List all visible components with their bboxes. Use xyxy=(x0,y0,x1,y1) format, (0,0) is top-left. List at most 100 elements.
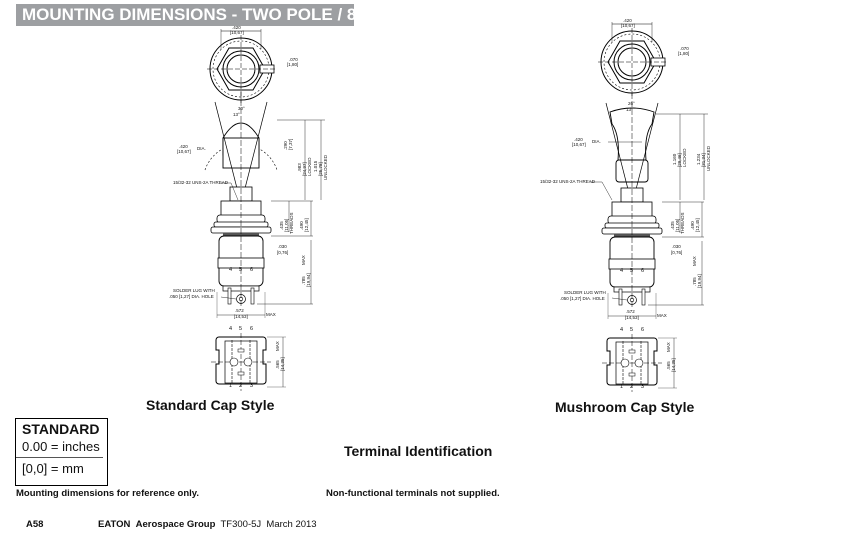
page-number: A58 xyxy=(26,519,44,530)
svg-text:[11,05]: [11,05] xyxy=(675,219,680,232)
svg-text:MAX: MAX xyxy=(657,313,667,318)
footer-info: EATON Aerospace Group TF300-5J March 201… xyxy=(98,519,317,530)
svg-text:5: 5 xyxy=(630,327,633,333)
svg-text:SOLDER LUG WITH: SOLDER LUG WITH xyxy=(173,288,215,293)
svg-text:.050 [1,27] DIA. HOLE: .050 [1,27] DIA. HOLE xyxy=(169,294,214,299)
svg-text:LOCKED: LOCKED xyxy=(307,157,312,176)
svg-text:[10,67]: [10,67] xyxy=(621,23,635,28)
legend-divider xyxy=(16,457,103,458)
units-legend: STANDARD 0.00 = inches [0,0] = mm xyxy=(15,418,108,486)
svg-text:3: 3 xyxy=(250,383,253,389)
svg-text:[1,80]: [1,80] xyxy=(678,51,689,56)
svg-text:[10,67]: [10,67] xyxy=(177,149,191,154)
page-header: MOUNTING DIMENSIONS - TWO POLE / 8856 xyxy=(16,4,385,26)
svg-text:1.234: 1.234 xyxy=(696,153,701,165)
terminal-identification-heading: Terminal Identification xyxy=(344,443,493,459)
svg-text:13°: 13° xyxy=(233,112,240,117)
svg-text:[19,94]: [19,94] xyxy=(697,274,702,288)
svg-text:MAX: MAX xyxy=(301,255,306,265)
note-reference-only: Mounting dimensions for reference only. xyxy=(16,488,199,499)
svg-text:[14,35]: [14,35] xyxy=(280,357,285,371)
svg-text:6: 6 xyxy=(250,326,253,332)
svg-text:[10,67]: [10,67] xyxy=(572,142,586,147)
svg-text:2: 2 xyxy=(630,384,633,390)
svg-text:.983: .983 xyxy=(297,163,302,172)
svg-text:.050 [1,27] DIA. HOLE: .050 [1,27] DIA. HOLE xyxy=(560,296,605,301)
svg-text:.785: .785 xyxy=(301,276,306,285)
svg-text:[12,45]: [12,45] xyxy=(304,218,309,232)
svg-text:[29,46]: [29,46] xyxy=(677,153,682,167)
svg-text:.572: .572 xyxy=(235,308,244,313)
svg-text:30°: 30° xyxy=(238,106,245,111)
svg-text:6: 6 xyxy=(641,327,644,333)
svg-text:5: 5 xyxy=(239,267,242,273)
svg-text:[14,35]: [14,35] xyxy=(671,358,676,372)
svg-text:26°: 26° xyxy=(628,101,635,106)
svg-text:.435: .435 xyxy=(670,221,675,230)
legend-mm: [0,0] = mm xyxy=(22,461,84,476)
svg-text:5: 5 xyxy=(630,268,633,274)
svg-text:DIA.: DIA. xyxy=(592,139,601,144)
svg-text:.420: .420 xyxy=(179,144,188,149)
svg-text:.420: .420 xyxy=(232,25,241,30)
svg-text:[12,45]: [12,45] xyxy=(695,218,700,232)
svg-text:[0,76]: [0,76] xyxy=(671,250,682,255)
svg-text:.070: .070 xyxy=(680,46,689,51)
svg-text:.785: .785 xyxy=(692,277,697,286)
svg-text:MAX: MAX xyxy=(275,341,280,351)
svg-text:.490: .490 xyxy=(299,221,304,230)
svg-text:UNLOCKED: UNLOCKED xyxy=(706,145,711,171)
svg-text:.030: .030 xyxy=(672,244,681,249)
footer-doc: TF300-5J xyxy=(220,519,262,530)
svg-text:SOLDER LUG WITH: SOLDER LUG WITH xyxy=(564,290,606,295)
svg-text:.490: .490 xyxy=(690,221,695,230)
svg-text:[14,53]: [14,53] xyxy=(625,315,639,320)
mushroom-cap-drawing: .420 [10,67] .070 [1,80] 26° 13° .420 [1… xyxy=(540,18,711,393)
footer-brand: EATON xyxy=(98,519,131,530)
svg-text:.565: .565 xyxy=(666,361,671,370)
svg-text:THREADS: THREADS xyxy=(289,212,294,234)
svg-text:[0,76]: [0,76] xyxy=(277,250,288,255)
svg-text:[19,94]: [19,94] xyxy=(306,273,311,287)
svg-text:.565: .565 xyxy=(275,360,280,369)
svg-text:.572: .572 xyxy=(626,309,635,314)
svg-text:.030: .030 xyxy=(278,244,287,249)
svg-text:.435: .435 xyxy=(279,221,284,230)
legend-inches: 0.00 = inches xyxy=(22,439,100,454)
footer-group: Aerospace Group xyxy=(135,519,216,530)
svg-text:[11,05]: [11,05] xyxy=(284,219,289,232)
svg-text:15/32-32 UNS-2A THREAD: 15/32-32 UNS-2A THREAD xyxy=(173,180,229,185)
note-non-functional-terminals: Non-functional terminals not supplied. xyxy=(326,488,500,499)
svg-text:6: 6 xyxy=(641,268,644,274)
svg-text:1: 1 xyxy=(620,384,623,390)
svg-text:5: 5 xyxy=(239,326,242,332)
svg-text:4: 4 xyxy=(620,268,623,274)
svg-text:DIA.: DIA. xyxy=(197,146,206,151)
svg-text:[24,97]: [24,97] xyxy=(302,162,307,176)
svg-text:[1,80]: [1,80] xyxy=(287,62,298,67)
svg-text:4: 4 xyxy=(229,326,232,332)
svg-text:MAX: MAX xyxy=(266,312,276,317)
svg-text:1.160: 1.160 xyxy=(672,153,677,165)
svg-text:4: 4 xyxy=(229,267,232,273)
svg-text:15/32-32 UNS-2A THREAD: 15/32-32 UNS-2A THREAD xyxy=(540,179,596,184)
legend-title: STANDARD xyxy=(22,421,100,437)
svg-text:2: 2 xyxy=(239,383,242,389)
svg-text:[10,67]: [10,67] xyxy=(230,30,244,35)
svg-text:MAX: MAX xyxy=(692,256,697,266)
svg-text:LOCKED: LOCKED xyxy=(682,148,687,167)
svg-text:[31,34]: [31,34] xyxy=(701,153,706,167)
svg-text:6: 6 xyxy=(250,267,253,273)
svg-text:4: 4 xyxy=(620,327,623,333)
standard-cap-caption: Standard Cap Style xyxy=(146,397,275,413)
svg-text:[7,37]: [7,37] xyxy=(288,139,293,150)
svg-text:13°: 13° xyxy=(626,107,633,112)
svg-text:[14,53]: [14,53] xyxy=(234,314,248,319)
svg-text:3: 3 xyxy=(641,384,644,390)
footer-date: March 2013 xyxy=(266,519,317,530)
svg-text:THREADS: THREADS xyxy=(680,212,685,234)
svg-text:MAX: MAX xyxy=(666,342,671,352)
svg-text:.290: .290 xyxy=(283,141,288,150)
svg-text:.420: .420 xyxy=(623,18,632,23)
